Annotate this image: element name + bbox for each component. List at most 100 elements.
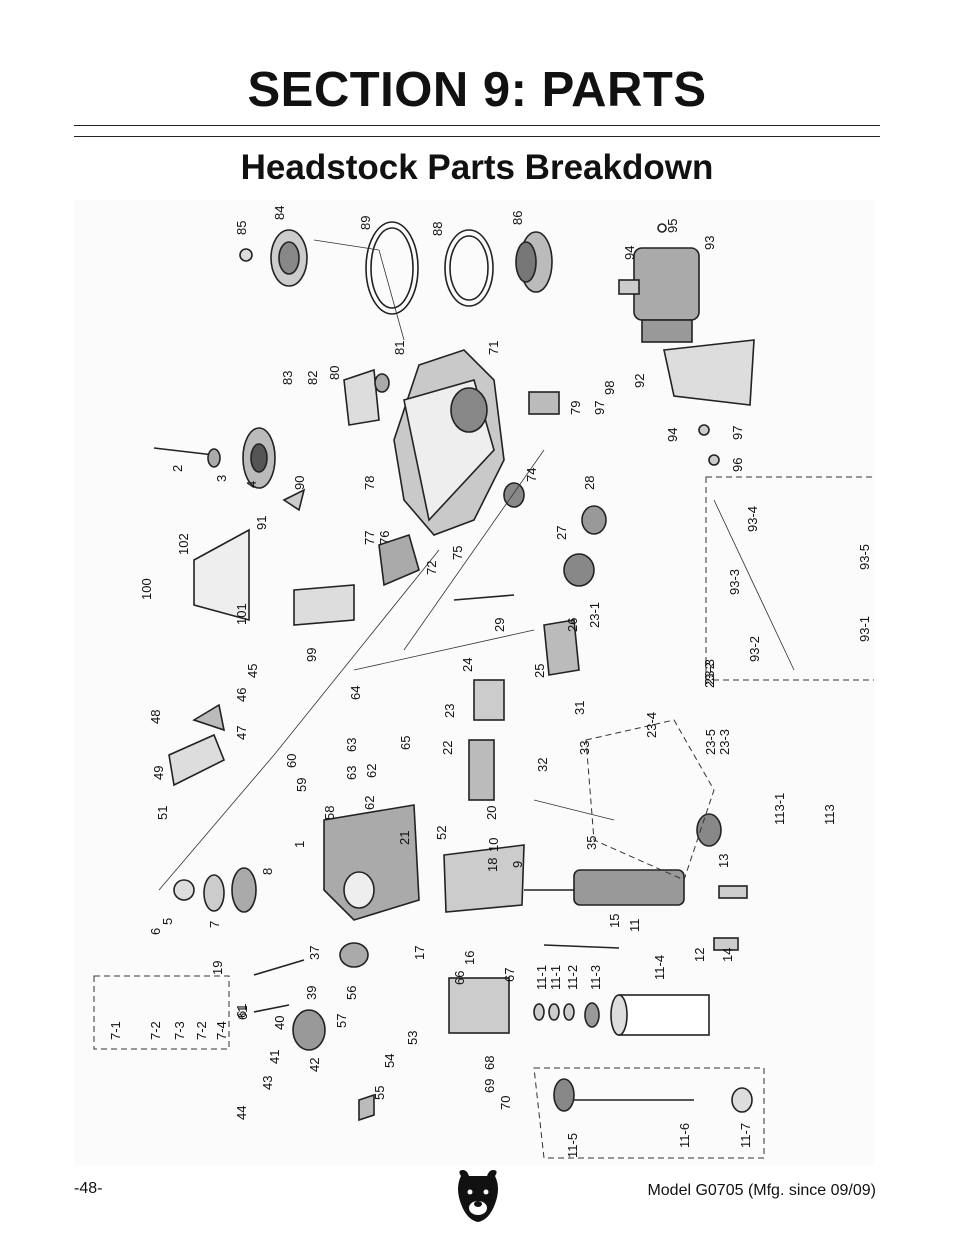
part-label: 70 bbox=[498, 1096, 513, 1110]
part-label: 66 bbox=[452, 971, 467, 985]
part-label: 102 bbox=[176, 533, 191, 555]
part-label: 53 bbox=[405, 1031, 420, 1045]
quill-tube-group bbox=[533, 994, 753, 1113]
part-label: 7-2 bbox=[194, 1021, 209, 1040]
part-label: 85 bbox=[234, 221, 249, 235]
part-label: 74 bbox=[524, 468, 539, 482]
part-label: 10 bbox=[486, 838, 501, 852]
part-label: 90 bbox=[292, 476, 307, 490]
subsection-title: Headstock Parts Breakdown bbox=[240, 148, 714, 187]
part-label: 7-4 bbox=[214, 1021, 229, 1040]
spindle-group bbox=[453, 505, 748, 951]
part-label: 16 bbox=[462, 951, 477, 965]
part-label: 51 bbox=[155, 806, 170, 820]
part-label: 88 bbox=[430, 222, 445, 236]
part-label: 68 bbox=[482, 1056, 497, 1070]
part-label: 98 bbox=[602, 381, 617, 395]
part-label: 23 bbox=[442, 704, 457, 718]
part-label: 113 bbox=[822, 804, 837, 825]
part-label: 84 bbox=[272, 206, 287, 220]
part-label: 69 bbox=[482, 1079, 497, 1093]
part-label: 42 bbox=[307, 1058, 322, 1072]
part-label: 94 bbox=[665, 428, 680, 442]
part-label: 23-4 bbox=[644, 712, 659, 738]
parts-diagram: 85 84 89 88 86 95 94 93 81 71 83 82 80 7… bbox=[74, 200, 877, 1165]
part-label: 20 bbox=[484, 806, 499, 820]
part-label: 100 bbox=[139, 578, 154, 600]
part-label: 15 bbox=[607, 914, 622, 928]
part-label: 49 bbox=[151, 766, 166, 780]
part-label: 61 bbox=[235, 1006, 250, 1020]
part-label: 19 bbox=[210, 961, 225, 975]
part-label: 41 bbox=[267, 1050, 282, 1064]
part-label: 26 bbox=[565, 618, 580, 632]
part-label: 95 bbox=[665, 219, 680, 233]
part-label: 113-1 bbox=[772, 793, 787, 825]
part-label: 89 bbox=[358, 216, 373, 230]
part-label: 62 bbox=[362, 796, 377, 810]
part-label: 11-7 bbox=[738, 1123, 753, 1148]
belt-guard-group bbox=[193, 528, 355, 626]
part-label: 59 bbox=[294, 778, 309, 792]
part-label: 31 bbox=[572, 701, 587, 715]
part-label: 3 bbox=[214, 475, 229, 482]
part-label: 61 bbox=[234, 1004, 249, 1018]
part-label: 37 bbox=[307, 946, 322, 960]
part-label: 43 bbox=[260, 1076, 275, 1090]
headstock-casting-group bbox=[323, 739, 525, 921]
part-label: 93-2 bbox=[747, 636, 762, 662]
part-label: 101 bbox=[234, 603, 249, 625]
part-label: 58 bbox=[322, 806, 337, 820]
part-label: 11-1 bbox=[548, 965, 563, 990]
part-label: 48 bbox=[148, 710, 163, 724]
part-label: 7-2 bbox=[148, 1021, 163, 1040]
part-label: 65 bbox=[398, 736, 413, 750]
model-caption: Model G0705 (Mfg. since 09/09) bbox=[647, 1182, 876, 1199]
part-label: 17 bbox=[412, 946, 427, 960]
part-label: 9 bbox=[510, 861, 525, 868]
part-label: 52 bbox=[434, 826, 449, 840]
downfeed-handle-group bbox=[168, 703, 510, 1122]
spindle-pulley-group bbox=[153, 427, 525, 587]
part-label: 32 bbox=[535, 758, 550, 772]
part-label: 40 bbox=[272, 1016, 287, 1030]
part-label: 71 bbox=[486, 341, 501, 355]
part-label: 7 bbox=[207, 921, 222, 928]
part-label: 47 bbox=[234, 726, 249, 740]
part-label: 78 bbox=[362, 476, 377, 490]
part-label: 7-3 bbox=[172, 1021, 187, 1040]
part-label: 93-3 bbox=[727, 569, 742, 595]
part-label: 18 bbox=[485, 858, 500, 872]
part-label: 33 bbox=[577, 741, 592, 755]
part-label: 45 bbox=[245, 664, 260, 678]
part-label: 11-3 bbox=[588, 965, 603, 990]
part-label: 23-2 bbox=[702, 662, 717, 688]
part-label: 97 bbox=[730, 426, 745, 440]
part-label: 35 bbox=[584, 836, 599, 850]
part-label: 94 bbox=[622, 246, 637, 260]
part-label: 82 bbox=[305, 371, 320, 385]
motor-pulley-group bbox=[239, 221, 553, 315]
part-label: 11-4 bbox=[652, 955, 667, 980]
part-label: 28 bbox=[582, 476, 597, 490]
part-label: 54 bbox=[382, 1054, 397, 1068]
part-label: 23-1 bbox=[587, 602, 602, 628]
part-label: 6 bbox=[148, 928, 163, 935]
part-label: 46 bbox=[234, 688, 249, 702]
part-label: 4 bbox=[244, 481, 259, 488]
belt-cover-group bbox=[343, 349, 560, 536]
part-label: 93-1 bbox=[857, 616, 872, 642]
part-label: 86 bbox=[510, 211, 525, 225]
part-label: 8 bbox=[260, 868, 275, 875]
part-number-labels: 85 84 89 88 86 95 94 93 81 71 83 82 80 7… bbox=[108, 206, 872, 1158]
page-number: -48- bbox=[74, 1180, 103, 1197]
part-label: 93-5 bbox=[857, 544, 872, 570]
part-label: 13 bbox=[716, 854, 731, 868]
part-label: 83 bbox=[280, 371, 295, 385]
part-label: 44 bbox=[234, 1106, 249, 1120]
part-label: 11-6 bbox=[677, 1123, 692, 1148]
bear-head-icon bbox=[458, 1170, 498, 1222]
part-label: 21 bbox=[397, 831, 412, 845]
part-label: 11-2 bbox=[565, 965, 580, 990]
part-label: 63 bbox=[344, 738, 359, 752]
